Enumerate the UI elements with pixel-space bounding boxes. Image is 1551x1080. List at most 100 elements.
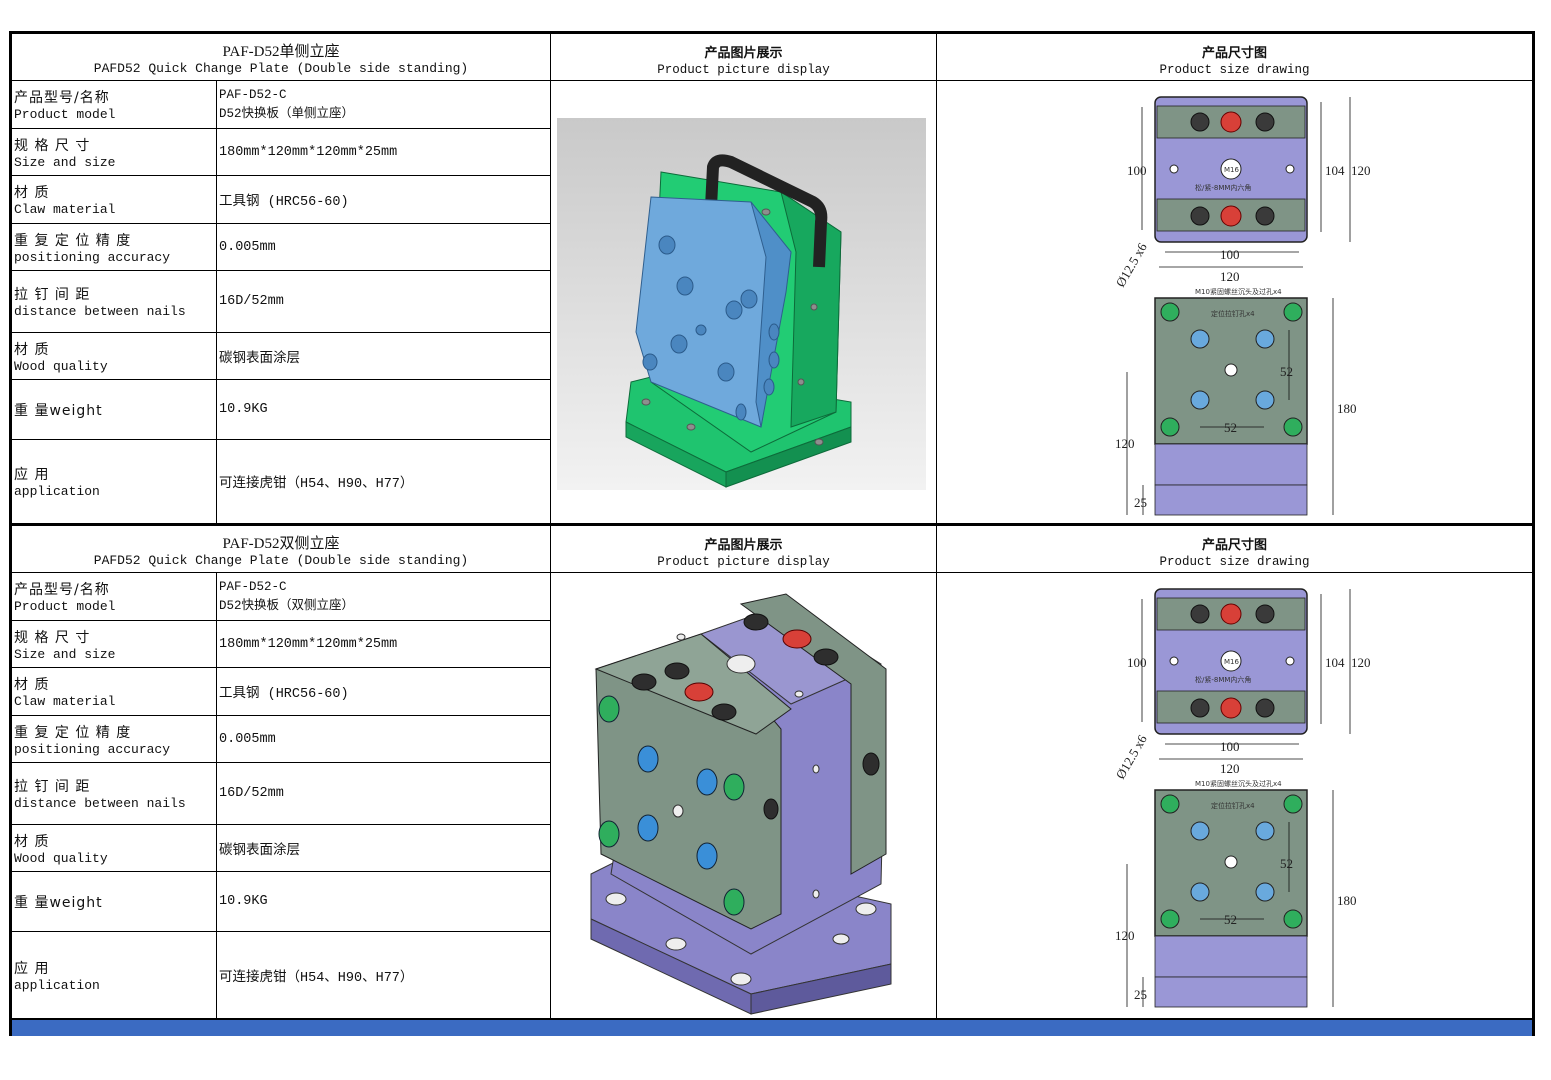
dimension-label: 180 bbox=[1337, 893, 1357, 908]
spec-text: 重 复 定 位 精 度 bbox=[14, 232, 132, 249]
spec-text: 16D/52mm bbox=[219, 294, 284, 309]
spec-text: 10.9KG bbox=[219, 402, 268, 417]
spec-text: distance between nails bbox=[14, 796, 186, 811]
spec-text: 可连接虎钳（H54、H90、H77） bbox=[219, 477, 414, 492]
dimension-label: 松/紧-8MM内六角 bbox=[1195, 183, 1251, 192]
spec-text: Product model bbox=[14, 107, 116, 122]
picture-header-cn: 产品图片展示 bbox=[704, 46, 783, 61]
spec-text: 工具钢 (HRC56-60) bbox=[219, 687, 349, 702]
title-cn: PAF-D52单侧立座 bbox=[222, 44, 340, 60]
spec-text: application bbox=[14, 484, 100, 499]
dimension-label: 定位拉钉孔x4 bbox=[1211, 801, 1255, 810]
divider bbox=[550, 34, 551, 523]
spec-value: 碳钢表面涂层 bbox=[219, 333, 550, 379]
dimension-label: 120 bbox=[1220, 761, 1240, 776]
section-title: PAF-D52双侧立座 PAFD52 Quick Change Plate (D… bbox=[12, 526, 550, 573]
spec-text: PAF-D52-C bbox=[219, 88, 287, 102]
spec-value: 180mm*120mm*120mm*25mm bbox=[219, 129, 550, 175]
picture-header: 产品图片展示 Product picture display bbox=[551, 34, 936, 81]
spec-text: D52快换板（单侧立座） bbox=[219, 107, 355, 121]
drawing-header-en: Product size drawing bbox=[1159, 63, 1310, 77]
dimension-label: M10紧固螺丝沉头及过孔x4 bbox=[1195, 287, 1282, 296]
spec-label: 重 量weight bbox=[12, 380, 217, 439]
dimension-label: 52 bbox=[1280, 364, 1293, 379]
section-title: PAF-D52单侧立座 PAFD52 Quick Change Plate (D… bbox=[12, 34, 550, 81]
dimension-label: Ø12.5 x6 bbox=[1113, 240, 1150, 290]
spec-text: 工具钢 (HRC56-60) bbox=[219, 195, 349, 210]
dimension-label: 52 bbox=[1224, 420, 1237, 435]
dimension-label: 100 bbox=[1127, 163, 1147, 178]
dimension-label: 120 bbox=[1220, 269, 1240, 284]
spec-value: 工具钢 (HRC56-60) bbox=[219, 668, 550, 715]
dimension-label: 104 bbox=[1325, 163, 1345, 178]
spec-text: 16D/52mm bbox=[219, 786, 284, 801]
spec-value: 10.9KG bbox=[219, 380, 550, 439]
spec-value: 16D/52mm bbox=[219, 271, 550, 332]
spec-row-weight: 重 量weight 10.9KG bbox=[12, 380, 550, 440]
picture-header-cn: 产品图片展示 bbox=[704, 538, 783, 553]
spec-sheet: PAF-D52单侧立座 PAFD52 Quick Change Plate (D… bbox=[9, 31, 1535, 1036]
spec-text: distance between nails bbox=[14, 304, 186, 319]
spec-text: 重 量weight bbox=[14, 894, 103, 911]
spec-text: 重 量weight bbox=[14, 402, 103, 419]
divider bbox=[936, 34, 937, 523]
spec-text: 0.005mm bbox=[219, 731, 276, 747]
spec-text: 重 复 定 位 精 度 bbox=[14, 724, 132, 741]
spec-value: 16D/52mm bbox=[219, 763, 550, 824]
spec-value: 工具钢 (HRC56-60) bbox=[219, 176, 550, 223]
dimension-label: 定位拉钉孔x4 bbox=[1211, 309, 1255, 318]
spec-text: Wood quality bbox=[14, 358, 108, 374]
spec-value: 10.9KG bbox=[219, 872, 550, 931]
dimension-label: 180 bbox=[1337, 401, 1357, 416]
spec-text: Claw material bbox=[14, 694, 116, 709]
title-cn: PAF-D52双侧立座 bbox=[222, 536, 340, 552]
dimension-label: 120 bbox=[1351, 655, 1371, 670]
dimension-label: 100 bbox=[1220, 247, 1240, 262]
spec-text: 材 质 bbox=[14, 833, 50, 850]
spec-text: 规 格 尺 寸 bbox=[14, 629, 91, 646]
dimension-label: 120 bbox=[1351, 163, 1371, 178]
divider bbox=[550, 526, 551, 1018]
drawing-header-en: Product size drawing bbox=[1159, 555, 1310, 569]
spec-text: 材 质 bbox=[14, 341, 50, 358]
product-picture-double bbox=[551, 574, 936, 1018]
spec-text: positioning accuracy bbox=[14, 249, 171, 265]
spec-text: 10.9KG bbox=[219, 894, 268, 909]
drawing-header-cn: 产品尺寸图 bbox=[1201, 538, 1267, 553]
dimension-label: M16 bbox=[1224, 658, 1239, 666]
dimension-label: 52 bbox=[1224, 912, 1237, 927]
spec-row-weight: 重 量weight 10.9KG bbox=[12, 872, 550, 932]
dimension-label: 25 bbox=[1134, 495, 1147, 510]
spec-text: Product model bbox=[14, 599, 116, 614]
spec-text: 拉 钉 间 距 bbox=[14, 779, 91, 795]
section-single-side: PAF-D52单侧立座 PAFD52 Quick Change Plate (D… bbox=[12, 34, 1532, 523]
spec-text: 产品型号/名称 bbox=[14, 90, 110, 106]
spec-value: 0.005mm bbox=[219, 224, 550, 270]
dimension-label: 100 bbox=[1220, 739, 1240, 754]
spec-text: 材 质 bbox=[14, 677, 50, 693]
picture-header: 产品图片展示 Product picture display bbox=[551, 526, 936, 573]
spec-text: PAF-D52-C bbox=[219, 580, 287, 594]
title-en: PAFD52 Quick Change Plate (Double side s… bbox=[93, 61, 469, 76]
spec-text: 材 质 bbox=[14, 185, 50, 201]
picture-header-en: Product picture display bbox=[657, 63, 830, 77]
spec-text: 应 用 bbox=[14, 467, 50, 483]
